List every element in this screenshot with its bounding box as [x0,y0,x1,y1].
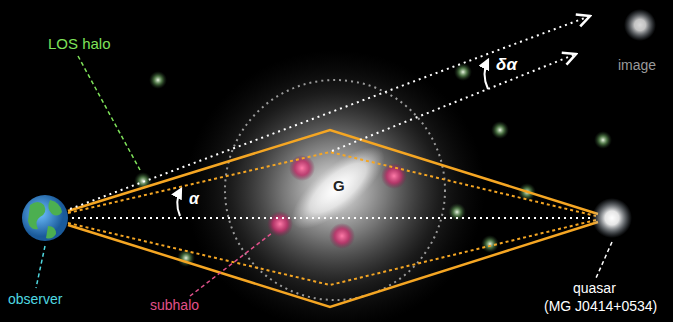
angle-symbol: δα [496,56,517,75]
galaxy-label: G [333,178,345,195]
angle-symbol: α [189,190,199,208]
subhalo-label: subhalo [150,298,199,313]
image-label: image [618,58,656,73]
observer-label: observer [8,292,62,307]
halo-label: LOS halo [48,36,111,53]
quasar-name: (MG J0414+0534) [544,299,657,314]
quasar-label: quasar [573,281,616,296]
